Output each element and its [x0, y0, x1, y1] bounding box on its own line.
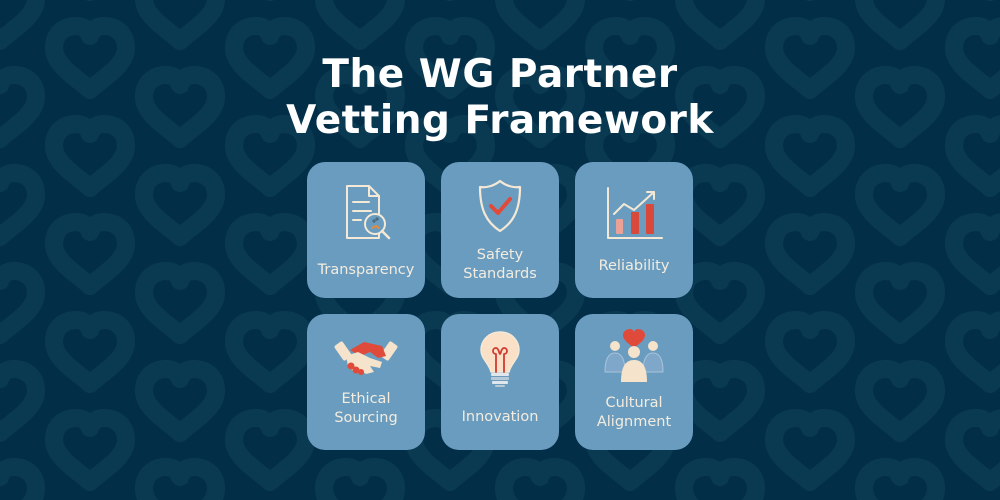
card-transparency: Transparency — [307, 162, 425, 298]
title-line-2: Vetting Framework — [286, 98, 714, 143]
card-ethical-sourcing: Ethical Sourcing — [307, 314, 425, 450]
card-reliability: Reliability — [575, 162, 693, 298]
card-cultural-alignment: Cultural Alignment — [575, 314, 693, 450]
lightbulb-icon — [441, 326, 559, 392]
card-label: Innovation — [461, 409, 539, 425]
card-label: Transparency — [317, 262, 415, 278]
card-label: Safety Standards — [463, 247, 537, 282]
card-label: Reliability — [598, 258, 670, 274]
group-heart-icon — [575, 326, 693, 388]
bar-chart-trend-icon — [575, 182, 693, 242]
card-label: Cultural Alignment — [596, 395, 672, 430]
handshake-icon — [307, 332, 425, 382]
shield-check-icon — [441, 176, 559, 236]
card-safety-standards: Safety Standards — [441, 162, 559, 298]
card-label: Ethical Sourcing — [334, 391, 398, 426]
card-innovation: Innovation — [441, 314, 559, 450]
page-title: The WG Partner Vetting Framework — [0, 52, 1000, 144]
document-magnifier-icon — [307, 182, 425, 246]
title-line-1: The WG Partner — [322, 52, 678, 97]
